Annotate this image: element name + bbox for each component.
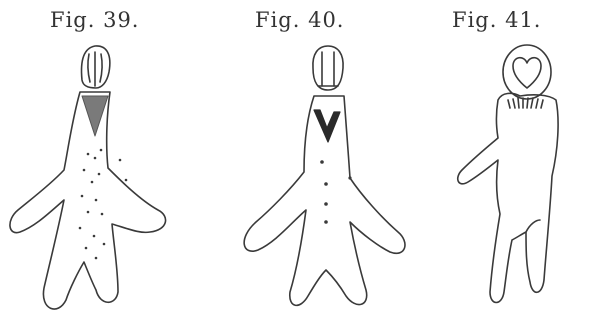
figure-40-drawing (244, 46, 405, 305)
figure-39-drawing (10, 46, 166, 309)
figure-41-heart (513, 58, 541, 88)
figure-40-neck-mark (314, 110, 340, 142)
figure-40-head (313, 46, 343, 90)
figure-39-neck-mark (82, 96, 108, 136)
figure-41-body (458, 93, 558, 302)
figure-41-drawing (458, 45, 558, 303)
figure-39-body (10, 92, 166, 309)
figure-41-head (503, 45, 551, 99)
